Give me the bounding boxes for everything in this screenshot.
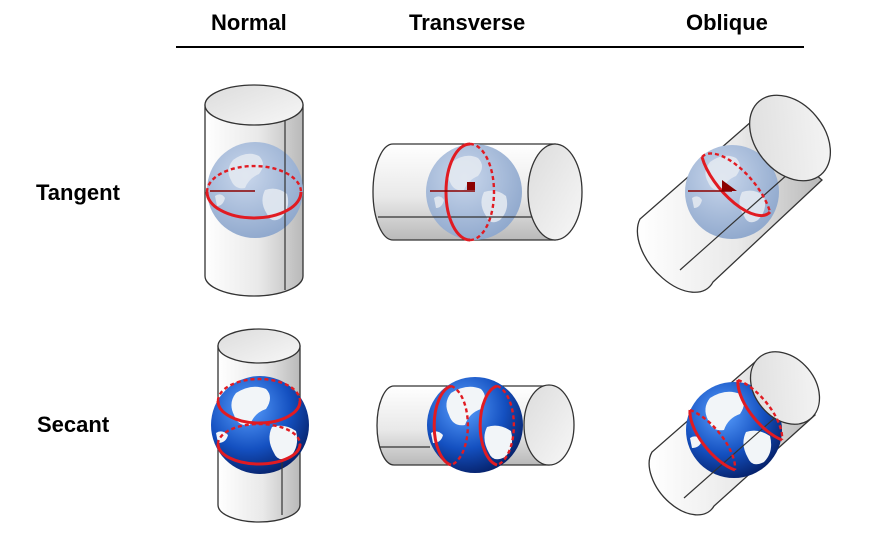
row-header-tangent: Tangent bbox=[36, 180, 120, 205]
cylinder-end-cap bbox=[749, 351, 821, 425]
secant-line-lower bbox=[688, 409, 736, 472]
secant-line-right-back bbox=[496, 384, 516, 467]
transverse-tangent-figure bbox=[372, 142, 583, 242]
column-header-normal: Normal bbox=[211, 10, 287, 35]
cylinder-top-cap bbox=[204, 84, 304, 126]
row-header-secant: Secant bbox=[37, 412, 110, 437]
right-angle-marker bbox=[467, 182, 475, 190]
column-header-transverse: Transverse bbox=[409, 10, 526, 35]
cylinder-end-cap bbox=[523, 384, 575, 466]
cylinder-end-cap bbox=[527, 143, 583, 241]
normal-secant-figure bbox=[211, 328, 309, 523]
cylinder-top-cap bbox=[217, 328, 301, 364]
oblique-secant-figure bbox=[648, 351, 821, 516]
column-header-oblique: Oblique bbox=[686, 10, 768, 35]
secant-line-right bbox=[478, 384, 498, 467]
normal-tangent-figure bbox=[204, 84, 304, 297]
secant-line-left-back bbox=[450, 384, 470, 467]
tangent-line bbox=[444, 142, 471, 242]
tangent-line-back bbox=[469, 142, 496, 242]
transverse-secant-figure bbox=[376, 377, 575, 473]
angle-marker bbox=[722, 180, 737, 191]
secant-line-upper-back bbox=[216, 377, 302, 402]
secant-line-upper-back bbox=[737, 378, 784, 441]
tangent-line bbox=[700, 156, 772, 217]
secant-line-lower-back bbox=[216, 422, 302, 445]
header-divider bbox=[176, 46, 804, 48]
globe bbox=[426, 144, 522, 240]
secant-line-left bbox=[432, 384, 452, 467]
tangent-line bbox=[205, 191, 303, 220]
tangent-line-back bbox=[701, 152, 772, 213]
secant-line-lower bbox=[216, 443, 302, 466]
oblique-tangent-figure bbox=[636, 94, 832, 293]
cylinder-end-cap bbox=[748, 94, 832, 182]
globe bbox=[427, 377, 523, 473]
globe bbox=[207, 142, 303, 238]
secant-line-upper bbox=[736, 379, 783, 442]
tangent-line-back bbox=[205, 164, 303, 193]
secant-line-lower-back bbox=[689, 408, 737, 471]
